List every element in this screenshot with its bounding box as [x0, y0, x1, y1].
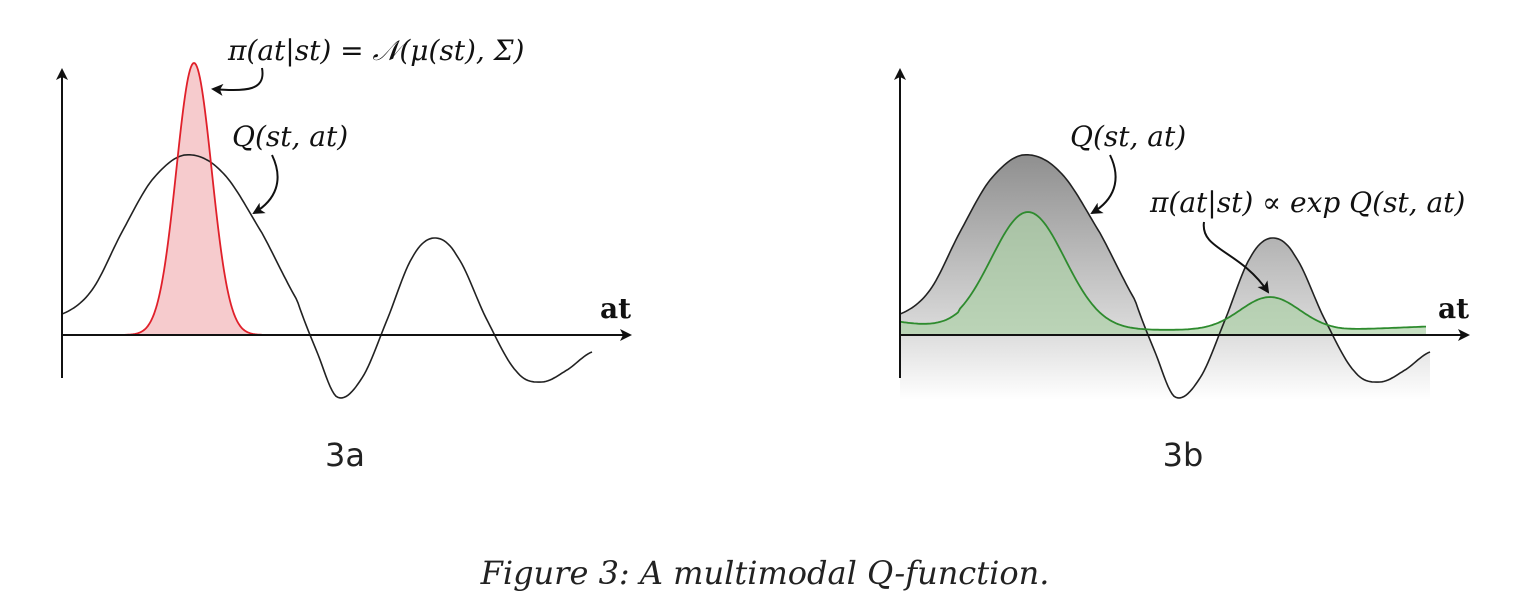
panel-label: 3b — [1163, 436, 1204, 474]
q-function-curve — [61, 154, 593, 399]
policy-annotation-arrow — [1202, 221, 1270, 294]
boltzmann-policy-fill — [900, 212, 1426, 335]
panel-3a: at π(at|st) = 𝒩(μ(st), Σ) Q(st, at) 3a — [56, 34, 632, 474]
policy-annotation-arrow — [211, 67, 264, 96]
gaussian-policy-curve — [122, 62, 262, 336]
policy-label: π(at|st) ∝ exp Q(st, at) — [1149, 186, 1465, 219]
x-axis-label: at — [600, 292, 631, 325]
figure-caption: Figure 3: A multimodal Q-function. — [480, 554, 1050, 592]
gaussian-policy-fill — [122, 63, 262, 335]
q-function-fill — [62, 154, 592, 400]
policy-label: π(at|st) = 𝒩(μ(st), Σ) — [227, 34, 524, 67]
q-label: Q(st, at) — [232, 120, 348, 153]
x-axis-label: at — [1438, 292, 1469, 325]
panel-3b: at Q(st, at) π(at|st) ∝ exp Q(st, at) 3b — [894, 68, 1470, 474]
panel-label: 3a — [325, 436, 365, 474]
boltzmann-policy-curve — [899, 211, 1426, 331]
q-function-curve — [899, 154, 1431, 399]
q-label: Q(st, at) — [1070, 120, 1186, 153]
q-annotation-arrow — [252, 154, 279, 215]
q-annotation-arrow — [1090, 154, 1117, 215]
